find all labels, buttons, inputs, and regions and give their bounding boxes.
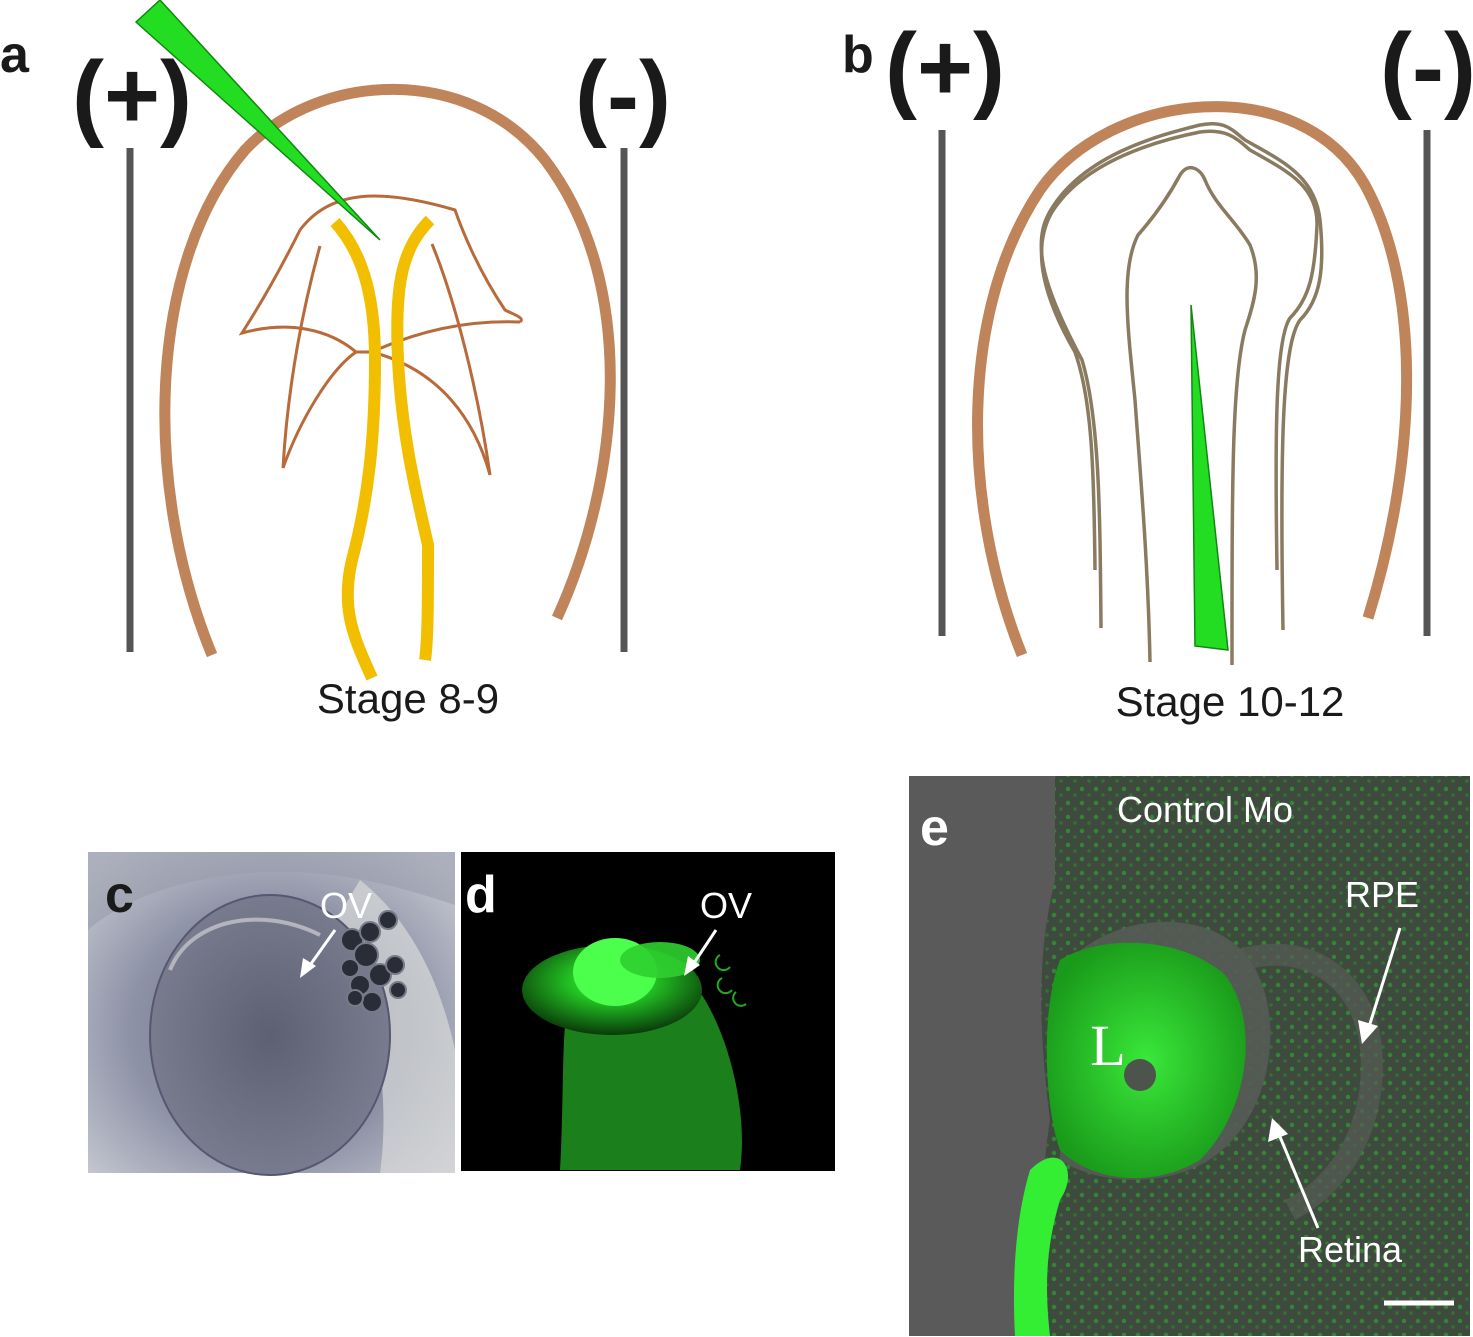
panel-d-ov-arrow bbox=[690, 929, 718, 967]
panel-e-retina-arrowhead bbox=[1268, 1118, 1288, 1142]
panel-e-letter: e bbox=[920, 799, 949, 857]
panel-a-stage-label: Stage 8-9 bbox=[317, 675, 499, 722]
panel-b-neural-tube bbox=[1039, 122, 1324, 666]
panel-b-injection-needle bbox=[1190, 304, 1229, 651]
panel-b-letter: b bbox=[842, 26, 874, 84]
panel-d-letter: d bbox=[465, 866, 497, 924]
panel-c-tissue-upper bbox=[88, 852, 455, 930]
panel-e-retina-label: Retina bbox=[1298, 1229, 1403, 1270]
panel-c-ov-arrowhead bbox=[300, 958, 316, 978]
panel-c-letter: c bbox=[105, 866, 134, 924]
panel-a-neural-plate bbox=[330, 215, 435, 681]
panel-e-bright-streak bbox=[1013, 1157, 1069, 1336]
panel-b-embryo-outline bbox=[972, 101, 1413, 658]
panel-b-minus-label: (-) bbox=[1380, 14, 1473, 121]
panel-e-rpe-label: RPE bbox=[1345, 874, 1419, 915]
panel-c: c OV bbox=[88, 852, 455, 1176]
panel-a-embryo-outline bbox=[159, 83, 616, 658]
panel-e: e Control Mo RPE Retina L bbox=[909, 776, 1470, 1336]
panel-a-neural-folds bbox=[238, 194, 523, 476]
panel-d-ov-region bbox=[620, 942, 700, 978]
panel-c-ov-arrow bbox=[306, 929, 337, 969]
panel-a-minus-label: (-) bbox=[575, 42, 671, 149]
panel-c-neural-fold bbox=[168, 917, 321, 971]
panel-e-rpe-arrowhead bbox=[1358, 1020, 1378, 1044]
panel-a-letter: a bbox=[0, 26, 30, 84]
panel-e-retina-arrow bbox=[1276, 1131, 1320, 1229]
panel-c-embryo bbox=[149, 894, 391, 1176]
panel-d-ov-label: OV bbox=[700, 885, 752, 926]
panel-e-rpe-arrow bbox=[1366, 927, 1402, 1031]
panel-b-stage-label: Stage 10-12 bbox=[1116, 678, 1345, 725]
panel-d-bubbles bbox=[714, 954, 747, 1007]
panel-a-injection-needle bbox=[134, 0, 381, 241]
panel-e-rpe-gap bbox=[1236, 943, 1383, 1220]
panel-d-ov-arrowhead bbox=[684, 956, 700, 976]
panel-c-ov-label: OV bbox=[320, 885, 372, 926]
panel-e-title: Control Mo bbox=[1117, 789, 1293, 830]
panel-c-bubbles bbox=[340, 910, 407, 1013]
panel-d: d OV bbox=[461, 852, 835, 1171]
panel-e-lens-label: L bbox=[1090, 1013, 1125, 1078]
panel-b-plus-label: (+) bbox=[885, 14, 1005, 121]
panel-e-lens-center bbox=[1124, 1059, 1156, 1091]
panel-a: a (+) (-) Stage 8-9 bbox=[0, 0, 671, 722]
panel-b: b (+) (-) Stage 10-12 bbox=[842, 14, 1473, 725]
panel-a-plus-label: (+) bbox=[72, 42, 192, 149]
